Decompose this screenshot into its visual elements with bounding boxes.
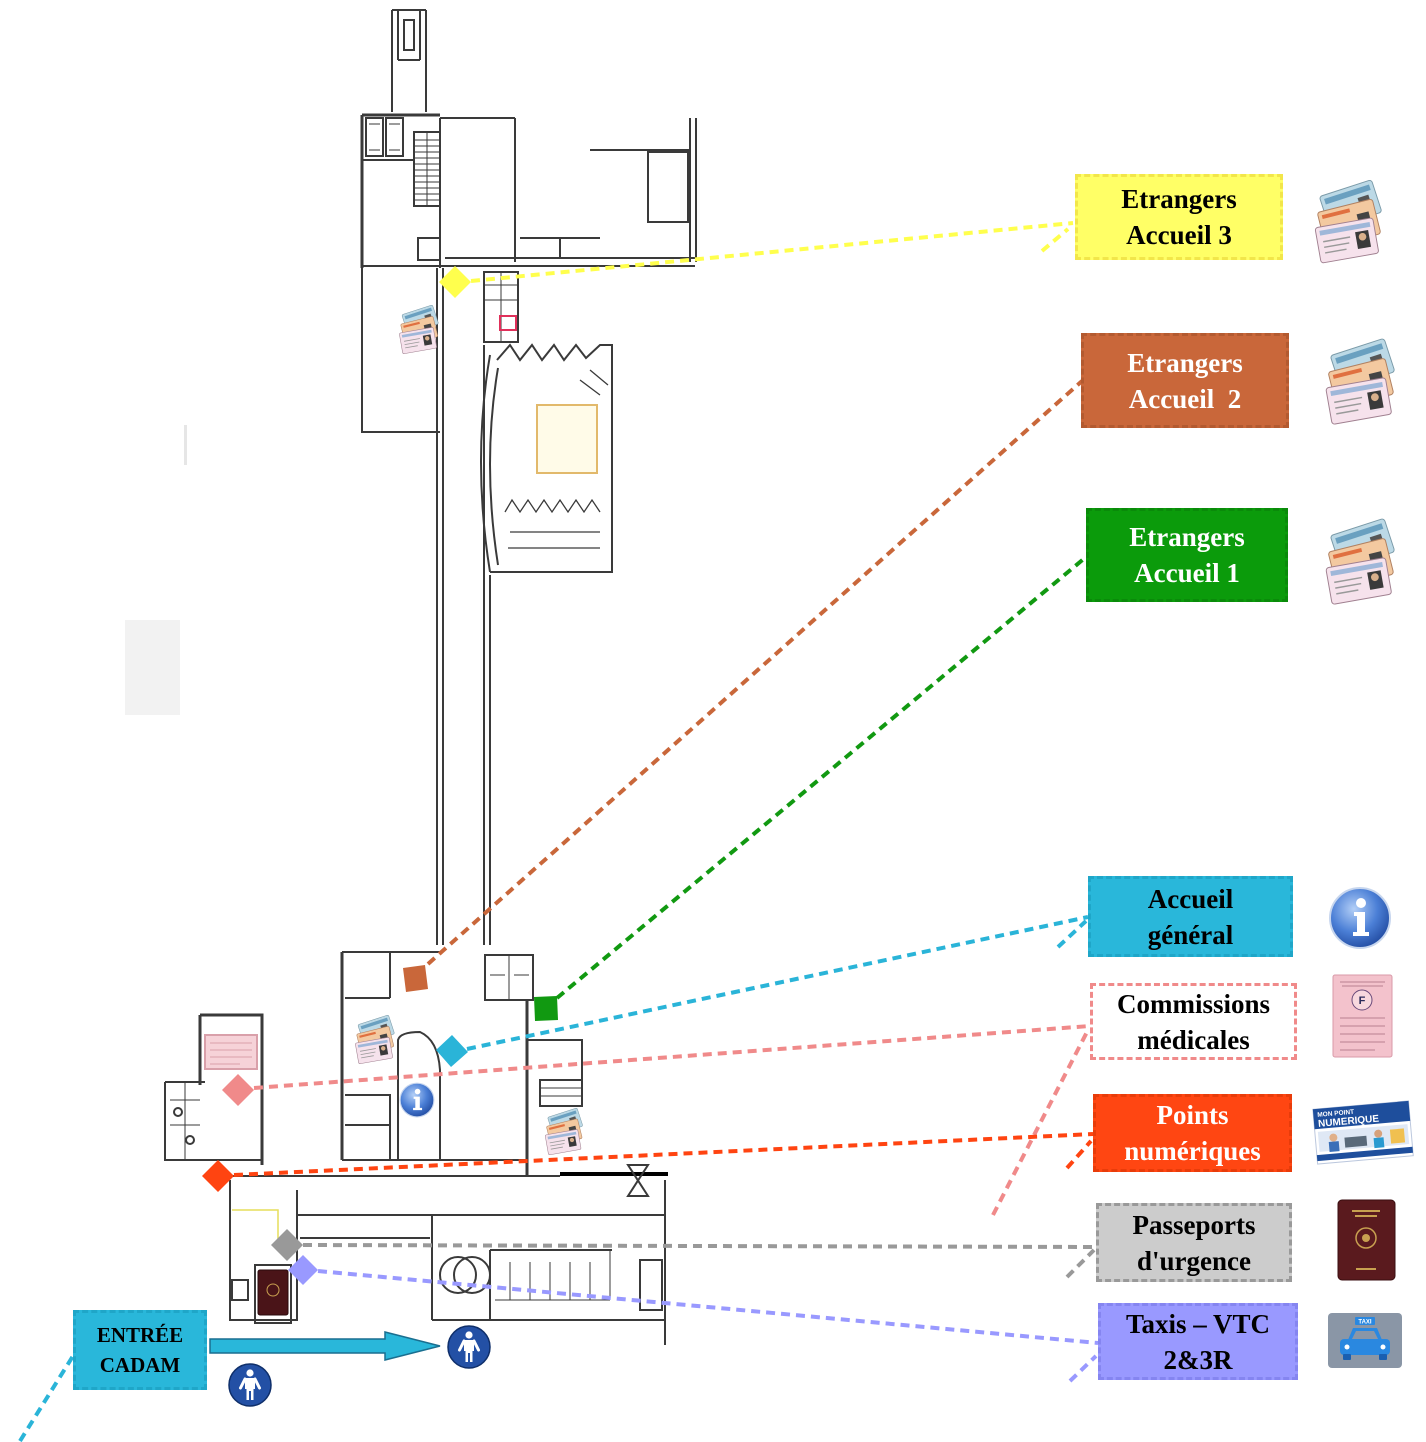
connector-taxis-vtc-tail (1068, 1354, 1098, 1383)
amphitheater (480, 343, 613, 573)
marker-etrangers-accueil-3 (439, 266, 471, 298)
callout-passeports-urgence: Passeports d'urgence (1096, 1203, 1292, 1282)
connector-entree-cadam (18, 1354, 75, 1442)
svg-text:TAXI: TAXI (1358, 1320, 1372, 1326)
connector-points-numeriques-tail (1065, 1139, 1093, 1170)
callout-accueil-general: Accueil général (1088, 876, 1293, 957)
connector-points-numeriques (233, 1132, 1094, 1177)
callout-label-line: Taxis – VTC (1125, 1308, 1271, 1339)
connector-taxis-vtc (317, 1269, 1099, 1345)
callout-label-line: Passeports (1132, 1209, 1256, 1240)
callout-taxis-vtc: Taxis – VTC 2&3R (1098, 1303, 1298, 1380)
callout-label-line: numériques (1124, 1136, 1261, 1166)
driving-licence-icon: F (1332, 974, 1393, 1058)
callout-label-line: Etrangers (1127, 347, 1243, 378)
elevator (385, 117, 404, 157)
id-cards-icon (1314, 180, 1383, 264)
medical-form-image (204, 1034, 258, 1070)
connectors (18, 221, 1099, 1442)
ground-floor-block (230, 951, 668, 1177)
marker-passeports-urgence (271, 1229, 303, 1261)
connector-accueil-general (466, 915, 1089, 1051)
svg-text:NUMERIQUE: NUMERIQUE (1318, 1114, 1380, 1130)
toilets-upper (483, 271, 519, 343)
callout-label-line: Accueil 3 (1126, 220, 1232, 250)
connector-commissions-medicales (253, 1024, 1091, 1090)
lower-corridor (229, 1164, 666, 1345)
connector-etrangers-accueil-1 (555, 555, 1088, 1000)
callout-entree-cadam: ENTRÉE CADAM (73, 1310, 207, 1390)
marker-taxis-vtc (288, 1255, 318, 1285)
callout-label-line: ENTRÉE (96, 1323, 184, 1347)
marker-commissions-medicales (222, 1074, 254, 1106)
id-cards-icon (1325, 337, 1396, 426)
callout-etrangers-accueil-1: Etrangers Accueil 1 (1086, 508, 1288, 602)
main-corridor (361, 268, 491, 945)
callout-label-line: Accueil (1147, 883, 1234, 914)
callout-etrangers-accueil-2: Etrangers Accueil 2 (1081, 333, 1289, 428)
pedestrian-icon (447, 1325, 491, 1369)
callout-label-line: Etrangers (1129, 522, 1245, 552)
callout-label-line: 2&3R (1163, 1344, 1233, 1375)
info-icon (1329, 887, 1391, 949)
callout-label-line: Points (1156, 1100, 1229, 1130)
callout-label-line: d'urgence (1137, 1245, 1251, 1276)
connector-passeports-urgence (302, 1243, 1097, 1249)
elevator (365, 117, 384, 157)
connector-passeports-urgence-tail (1065, 1248, 1096, 1279)
callout-label-line: Commissions (1116, 988, 1271, 1019)
marker-etrangers-accueil-1 (534, 996, 558, 1021)
callout-etrangers-accueil-3: Etrangers Accueil 3 (1075, 174, 1283, 260)
marker-accueil-general (436, 1035, 468, 1067)
passport-icon (257, 1269, 289, 1316)
connector-etrangers-accueil-2 (426, 379, 1084, 966)
entrance-arrow (209, 1331, 441, 1361)
floor-plan-walls (164, 9, 697, 1345)
connector-accueil-general-tail (1056, 919, 1088, 949)
marker-etrangers-accueil-2 (403, 965, 428, 992)
marker-points-numeriques (202, 1160, 234, 1192)
svg-text:MON POINT: MON POINT (1317, 1109, 1354, 1119)
location-markers (202, 266, 558, 1285)
callout-label-line: médicales (1137, 1024, 1250, 1055)
id-cards-icon (544, 1108, 584, 1156)
info-icon (399, 1082, 435, 1118)
staircase (539, 1079, 583, 1107)
id-cards-icon (354, 1015, 396, 1065)
callout-commissions-medicales: Commissions médicales (1090, 983, 1297, 1060)
passport-icon (1337, 1199, 1396, 1281)
pedestrian-icon (228, 1363, 272, 1407)
connector-etrangers-accueil-3 (470, 221, 1074, 283)
callout-label-line: Accueil 1 (1134, 558, 1240, 588)
callout-label-line: CADAM (99, 1353, 181, 1377)
taxi-icon: TAXI (1328, 1313, 1402, 1368)
id-cards-icon (398, 305, 440, 355)
revolving-door (439, 1256, 477, 1294)
callout-label-line: général (1147, 919, 1234, 950)
faint-scan-line (184, 425, 187, 465)
callout-label-line: Etrangers (1121, 184, 1237, 214)
mon-point-numerique-banner: MON POINT NUMERIQUE (1312, 1100, 1414, 1165)
faint-scan-patch (125, 620, 180, 715)
connector-etrangers-accueil-3-tail (1040, 227, 1070, 253)
callout-points-numeriques: Points numériques (1093, 1094, 1292, 1172)
svg-text:F: F (1359, 995, 1366, 1007)
callout-label-line: Accueil 2 (1128, 383, 1242, 414)
left-wing (164, 1013, 264, 1165)
id-cards-icon (1325, 517, 1396, 606)
connector-commissions-medicales-tail (991, 1029, 1090, 1216)
tower-block (360, 9, 697, 268)
